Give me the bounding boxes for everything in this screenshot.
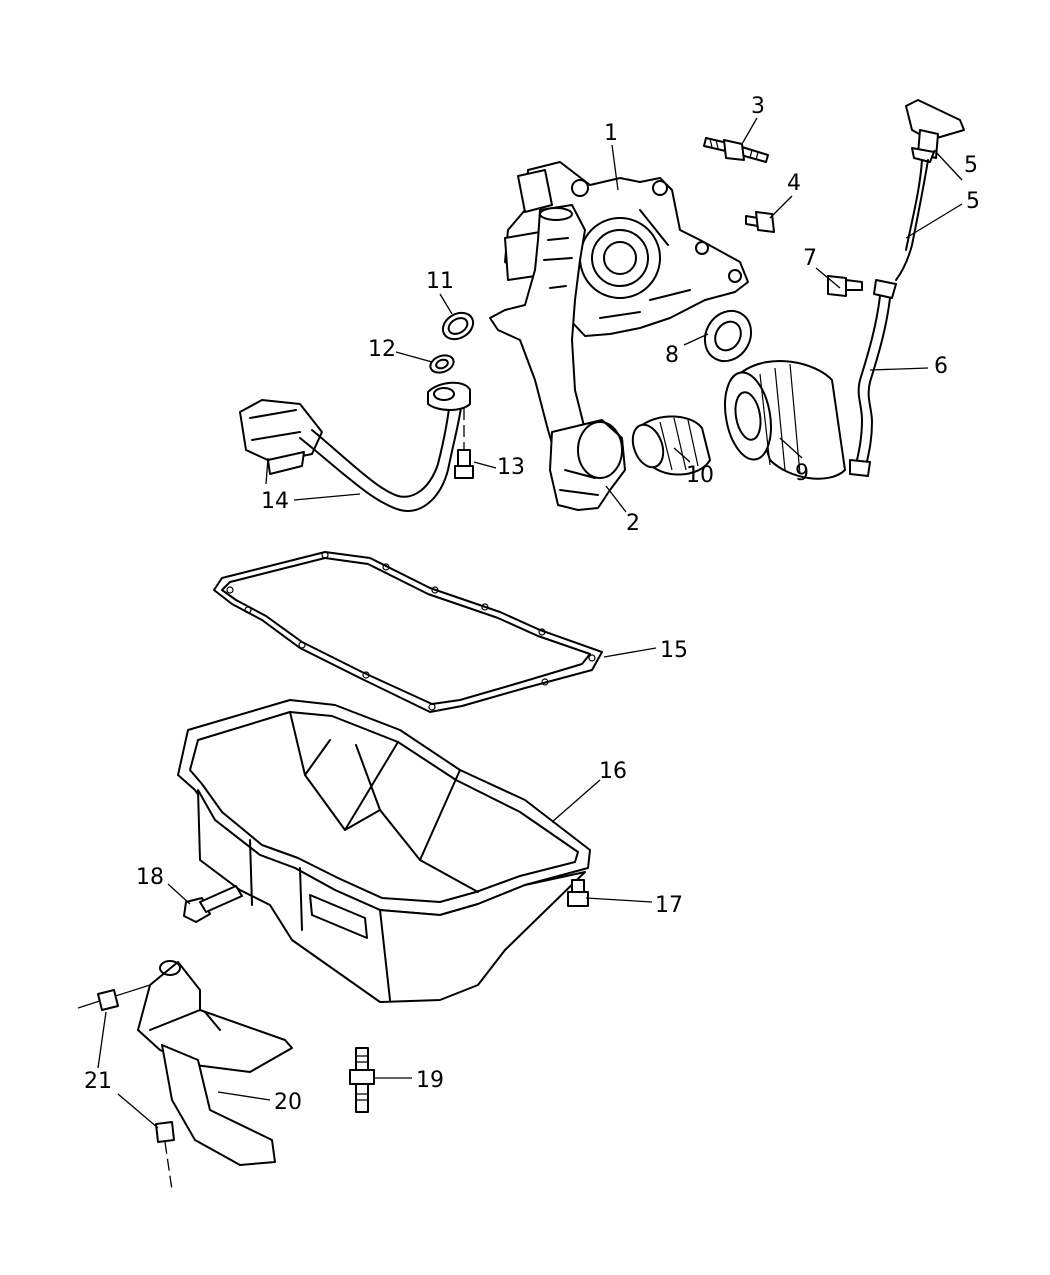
part-1-oil-pump[interactable] [489,161,749,509]
callout-14: 14 [261,489,289,514]
callout-15: 15 [660,638,688,663]
callout-2: 2 [626,511,640,536]
callout-11: 11 [426,269,454,294]
part-2-pickup-flange[interactable] [549,419,626,511]
part-8-seal[interactable] [696,302,760,369]
callout-labels: 1 2 3 4 5 5 6 7 8 9 10 11 12 13 14 15 16… [84,94,980,1115]
callout-3: 3 [751,94,765,119]
part-11-o-ring[interactable] [438,308,478,345]
part-3-stud[interactable] [703,137,769,163]
part-4-bolt[interactable] [745,211,775,233]
part-9-oil-filter[interactable] [719,360,846,480]
callout-21: 21 [84,1069,112,1094]
part-10-adapter[interactable] [627,415,711,476]
callout-5b: 5 [966,189,980,214]
callout-18: 18 [136,865,164,890]
part-16-oil-pan[interactable] [177,699,591,1003]
part-19-stud[interactable] [349,1047,375,1113]
callout-8: 8 [665,343,679,368]
callout-19: 19 [416,1068,444,1093]
part-17-bolt[interactable] [567,879,589,907]
callout-6: 6 [934,354,948,379]
part-20-bracket[interactable] [137,960,293,1166]
part-12-seal-ring[interactable] [428,352,456,375]
callout-20: 20 [274,1090,302,1115]
leader-lines [97,117,963,1129]
callout-13: 13 [497,455,525,480]
callout-7: 7 [803,246,817,271]
part-7-bolt[interactable] [827,275,863,297]
part-15-oil-pan-gasket[interactable] [213,551,603,713]
part-18-drain-plug[interactable] [183,885,243,923]
part-13-bolt[interactable] [454,408,474,479]
callout-1: 1 [604,121,618,146]
part-6-dipstick-tube[interactable] [849,279,897,477]
part-14-pickup-tube[interactable] [239,381,471,512]
callout-9: 9 [795,461,809,486]
part-5-dipstick-handle[interactable] [895,99,965,281]
part-21-nut[interactable] [77,984,175,1191]
callout-17: 17 [655,893,683,918]
callout-12: 12 [368,337,396,362]
callout-4: 4 [787,171,801,196]
callout-5a: 5 [964,153,978,178]
callout-10: 10 [686,463,714,488]
callout-16: 16 [599,759,627,784]
